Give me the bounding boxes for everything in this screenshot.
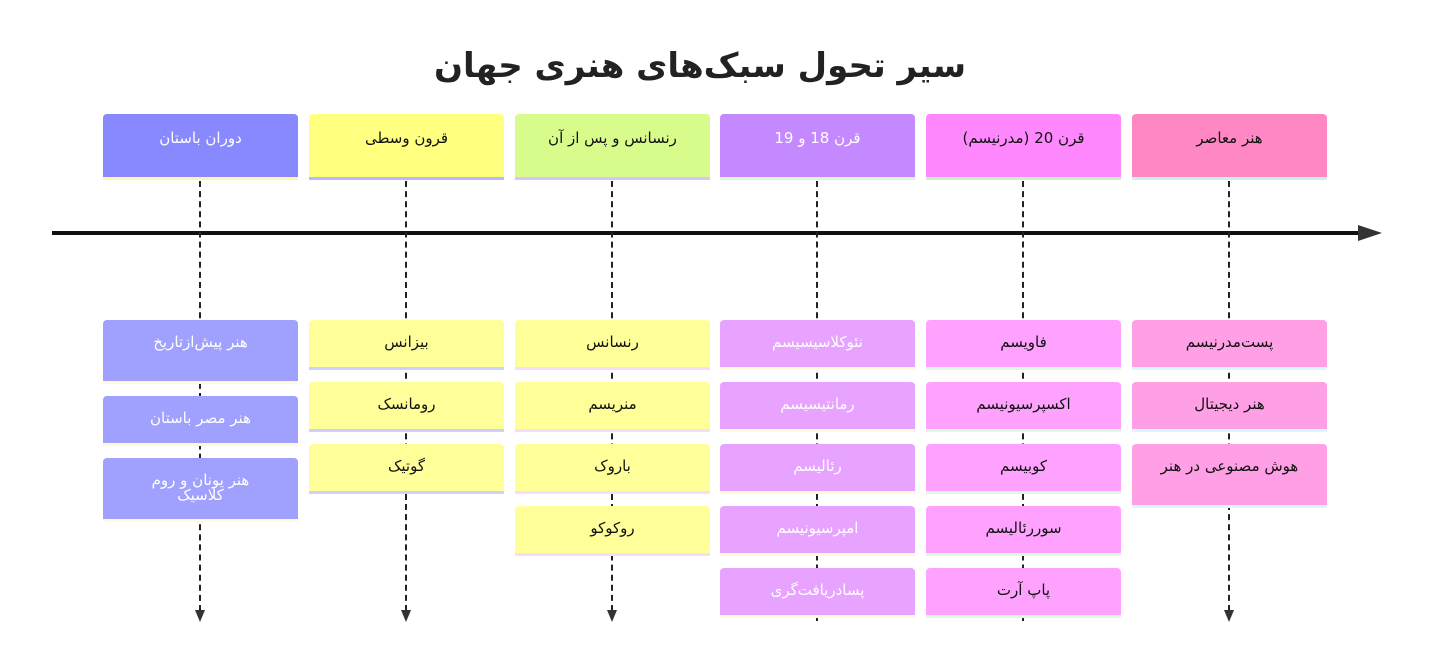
style-item: رئالیسم — [720, 444, 915, 494]
down-arrow-icon — [1224, 610, 1234, 622]
style-item-label: منریسم — [588, 395, 637, 413]
style-item-label: اکسپرسیونیسم — [976, 395, 1071, 413]
down-arrow-icon — [607, 610, 617, 622]
timeline-axis — [52, 231, 1364, 235]
style-item: رنسانس — [515, 320, 710, 370]
style-item: هنر پیش‌ازتاریخ — [103, 320, 298, 384]
period-header: دوران باستان — [103, 114, 298, 180]
style-item-label: رمانتیسیسم — [780, 395, 855, 413]
period-column: دوران باستان هنر پیش‌ازتاریخ هنر مصر باستا… — [103, 0, 298, 671]
style-item-label: بیزانس — [384, 333, 429, 351]
style-item: پسادریافت‌گری — [720, 568, 915, 618]
style-item: رمانتیسیسم — [720, 382, 915, 432]
style-item: روکوکو — [515, 506, 710, 556]
style-item-label: پست‌مدرنیسم — [1185, 333, 1274, 351]
period-header: قرون وسطی — [309, 114, 504, 180]
style-item: امپرسیونیسم — [720, 506, 915, 556]
period-column: قرون وسطی بیزانس رومانسک گوتیک — [309, 0, 504, 671]
period-header: قرن 20 (مدرنیسم) — [926, 114, 1121, 180]
style-item-label: سوررئالیسم — [985, 519, 1062, 537]
style-item-label: هوش مصنوعی در هنر — [1160, 457, 1299, 475]
style-item-label: امپرسیونیسم — [776, 519, 859, 537]
style-item: باروک — [515, 444, 710, 494]
style-item-label: هنر پیش‌ازتاریخ — [153, 333, 248, 351]
style-item: کوبیسم — [926, 444, 1121, 494]
style-item-label: نئوکلاسیسیسم — [772, 333, 863, 351]
style-item: بیزانس — [309, 320, 504, 370]
style-item-label: رنسانس — [586, 333, 639, 351]
style-item: هنر یونان و روم کلاسیک — [103, 458, 298, 522]
style-item-label: رومانسک — [377, 395, 436, 413]
period-column: هنر معاصر پست‌مدرنیسم هنر دیجیتال هوش مصنوع… — [1132, 0, 1327, 671]
style-item: رومانسک — [309, 382, 504, 432]
style-item-label: کوبیسم — [1000, 457, 1047, 475]
style-item: هوش مصنوعی در هنر — [1132, 444, 1327, 508]
style-item: هنر مصر باستان — [103, 396, 298, 446]
style-item-label: گوتیک — [387, 457, 426, 475]
style-item-label: باروک — [594, 457, 631, 475]
style-item: گوتیک — [309, 444, 504, 494]
style-item: پست‌مدرنیسم — [1132, 320, 1327, 370]
period-column: قرن 18 و 19 نئوکلاسیسیسم رمانتیسیسم رئالیسم… — [720, 0, 915, 671]
style-item-label: روکوکو — [590, 519, 635, 537]
style-item-label: فاویسم — [1000, 333, 1047, 351]
period-column: قرن 20 (مدرنیسم) فاویسم اکسپرسیونیسم کوبیسم… — [926, 0, 1121, 671]
page-title: سیر تحول سبک‌های هنری جهان — [433, 46, 967, 86]
period-column: رنسانس و پس از آن رنسانس منریسم باروک روکوکو — [515, 0, 710, 671]
style-item-label: هنر دیجیتال — [1194, 395, 1265, 413]
style-item-label: پسادریافت‌گری — [770, 581, 865, 599]
timeline-arrow-icon — [1358, 225, 1382, 241]
style-item-label: پاپ آرت — [996, 581, 1051, 599]
down-arrow-icon — [195, 610, 205, 622]
style-item: پاپ آرت — [926, 568, 1121, 618]
style-item: اکسپرسیونیسم — [926, 382, 1121, 432]
period-header: قرن 18 و 19 — [720, 114, 915, 180]
style-item-label: رئالیسم — [793, 457, 842, 475]
style-item: سوررئالیسم — [926, 506, 1121, 556]
style-item: فاویسم — [926, 320, 1121, 370]
period-header: هنر معاصر — [1132, 114, 1327, 180]
style-item-label: هنر مصر باستان — [150, 409, 251, 427]
style-item-label: هنر یونان و روم کلاسیک — [151, 471, 250, 504]
style-item: هنر دیجیتال — [1132, 382, 1327, 432]
period-header: رنسانس و پس از آن — [515, 114, 710, 180]
style-item: منریسم — [515, 382, 710, 432]
style-item: نئوکلاسیسیسم — [720, 320, 915, 370]
down-arrow-icon — [401, 610, 411, 622]
